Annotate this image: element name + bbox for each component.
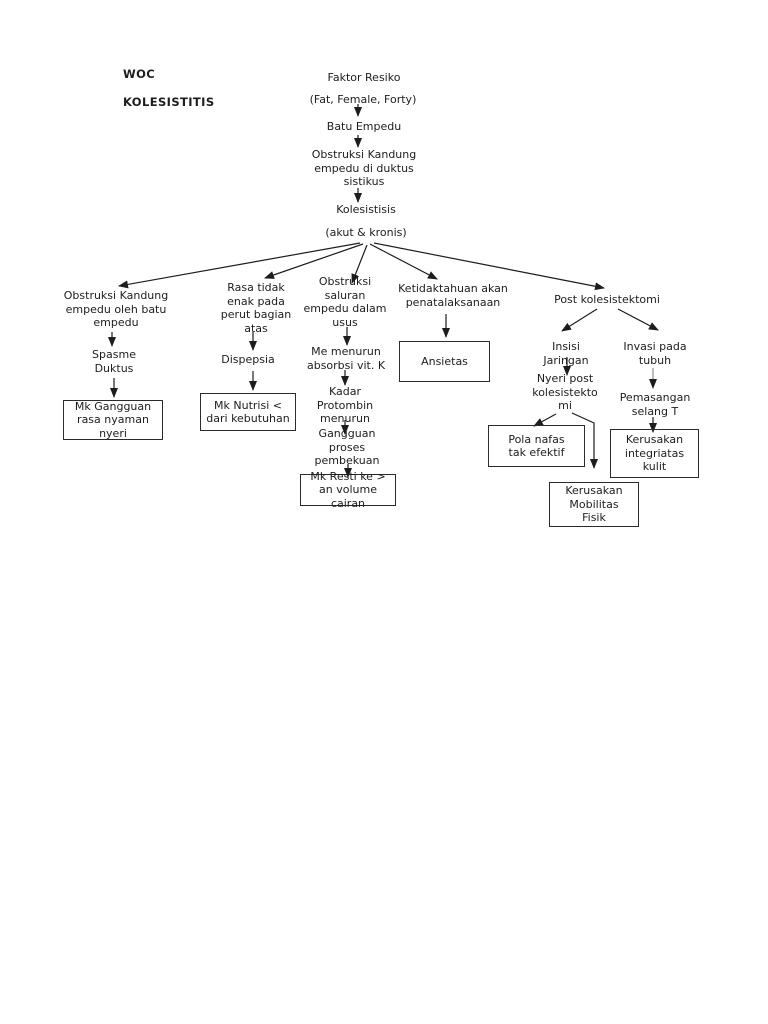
node-box-mk-gangguan-nyaman: Mk Gangguan rasa nyaman nyeri: [63, 400, 163, 440]
node-gangguan-pembekuan: Gangguan proses pembekuan: [314, 427, 380, 467]
node-box-kerusakan-mobilitas: Kerusakan Mobilitas Fisik: [549, 482, 639, 527]
arrow-post-to-insisi: [561, 308, 598, 332]
doc-title-kolesistitis: KOLESISTITIS: [123, 95, 215, 109]
node-spasme-duktus: Spasme Duktus: [92, 348, 136, 375]
node-menurun-absorbsi: Me menurun absorbsi vit. K: [306, 345, 386, 372]
node-obstruksi-duktus: Obstruksi Kandung empedu di duktus sisti…: [311, 148, 417, 188]
doc-title-woc: WOC: [123, 67, 156, 81]
node-insisi-jaringan: Insisi Jaringan: [543, 340, 589, 367]
arrow-akut-to-rasa-tidak-enak: [264, 243, 364, 279]
node-box-mk-nutrisi: Mk Nutrisi < dari kebutuhan: [200, 393, 296, 431]
node-faktor-resiko: Faktor Resiko: [327, 71, 401, 84]
node-post-kolesistektomi: Post kolesistektomi: [554, 293, 660, 306]
node-invasi-tubuh: Invasi pada tubuh: [623, 340, 687, 367]
node-box-kerusakan-integritas: Kerusakan integriatas kulit: [610, 429, 699, 478]
arrow-post-to-invasi: [617, 308, 659, 331]
node-box-ansietas: Ansietas: [399, 341, 490, 382]
node-obstruksi-saluran: Obstruksi saluran empedu dalam usus: [303, 275, 387, 329]
node-box-mk-resti: Mk Resti ke > an volume cairan: [300, 470, 396, 510]
node-pemasangan-selang: Pemasangan selang T: [619, 391, 691, 418]
node-akut-kronis: (akut & kronis): [325, 226, 407, 239]
node-box-pola-nafas: Pola nafas tak efektif: [488, 425, 585, 467]
node-kolesistisis: Kolesistisis: [336, 203, 396, 216]
node-ketidaktahuan: Ketidaktahuan akan penatalaksanaan: [398, 282, 508, 309]
node-obstruksi-batu: Obstruksi Kandung empedu oleh batu emped…: [63, 289, 169, 329]
node-batu-empedu: Batu Empedu: [326, 120, 402, 133]
node-rasa-tidak-enak: Rasa tidak enak pada perut bagian atas: [220, 281, 292, 335]
node-nyeri-post: Nyeri post kolesistekto mi: [532, 372, 598, 412]
node-dispepsia: Dispepsia: [221, 353, 275, 366]
node-kadar-protombin: Kadar Protombin menurun: [316, 385, 374, 425]
node-fat-female-forty: (Fat, Female, Forty): [309, 93, 417, 106]
arrow-akut-to-ketidaktahuan: [369, 243, 438, 280]
